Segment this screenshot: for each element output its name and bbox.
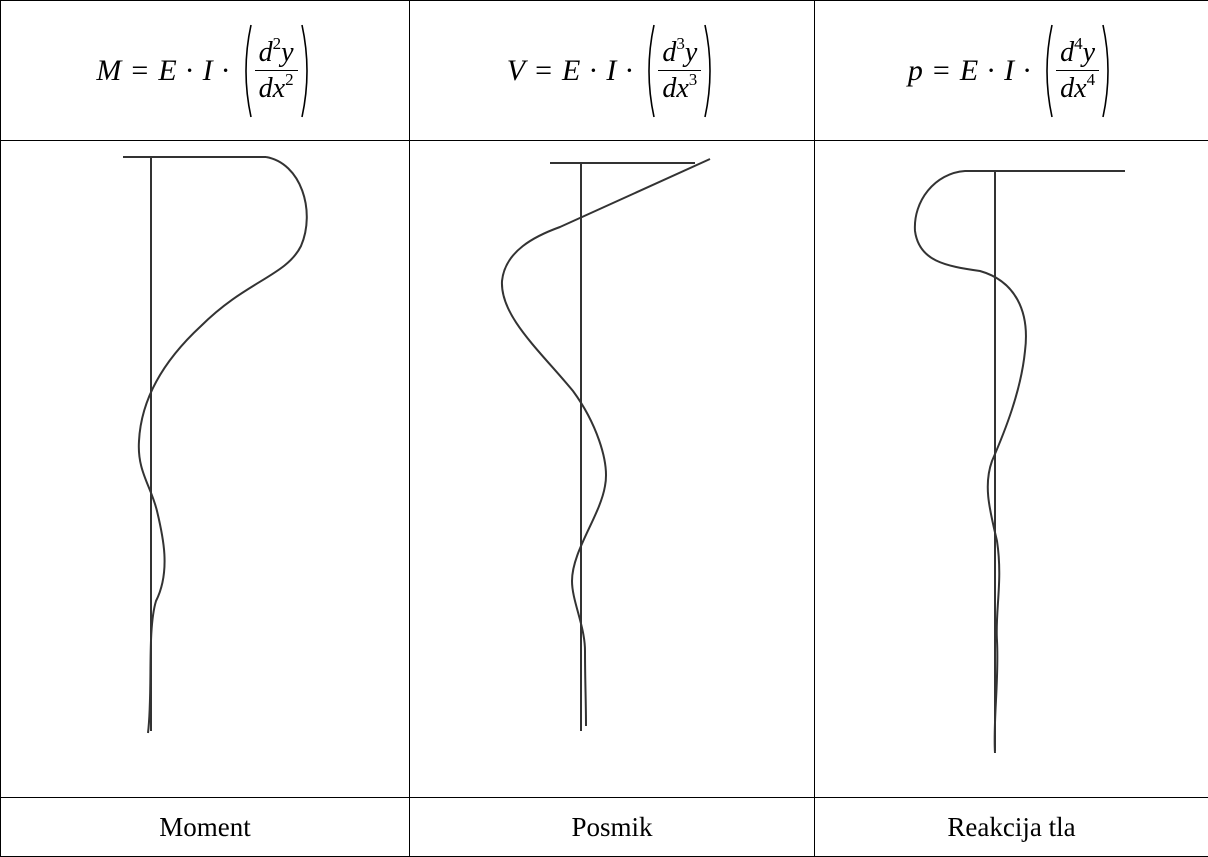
right-paren: [703, 23, 717, 119]
caption-shear: Posmik: [410, 798, 815, 857]
shear-formula: V = E · I · d3y dx3: [507, 23, 718, 119]
caption-moment: Moment: [1, 798, 410, 857]
derivative-fraction: d2y dx2: [255, 38, 298, 104]
moment-formula: M = E · I · d2y dx2: [96, 23, 313, 119]
shear-curve: [502, 159, 710, 726]
reaction-curve: [915, 171, 1026, 753]
right-paren: [300, 23, 314, 119]
moment-plot-cell: [1, 141, 410, 798]
reaction-plot-cell: [815, 141, 1208, 798]
left-paren: [642, 23, 656, 119]
formula-cell-reaction: p = E · I · d4y dx4: [815, 1, 1208, 141]
shear-diagram: [410, 141, 815, 797]
derivative-fraction: d4y dx4: [1056, 38, 1099, 104]
formula-cell-moment: M = E · I · d2y dx2: [1, 1, 410, 141]
formula-cell-shear: V = E · I · d3y dx3: [410, 1, 815, 141]
moment-curve: [139, 157, 307, 733]
caption-reaction: Reakcija tla: [815, 798, 1208, 857]
reaction-formula: p = E · I · d4y dx4: [908, 23, 1115, 119]
shear-plot-cell: [410, 141, 815, 798]
derivative-fraction: d3y dx3: [658, 38, 701, 104]
moment-diagram: [1, 141, 410, 797]
left-paren: [1040, 23, 1054, 119]
right-paren: [1101, 23, 1115, 119]
reaction-diagram: [815, 141, 1208, 797]
left-paren: [239, 23, 253, 119]
